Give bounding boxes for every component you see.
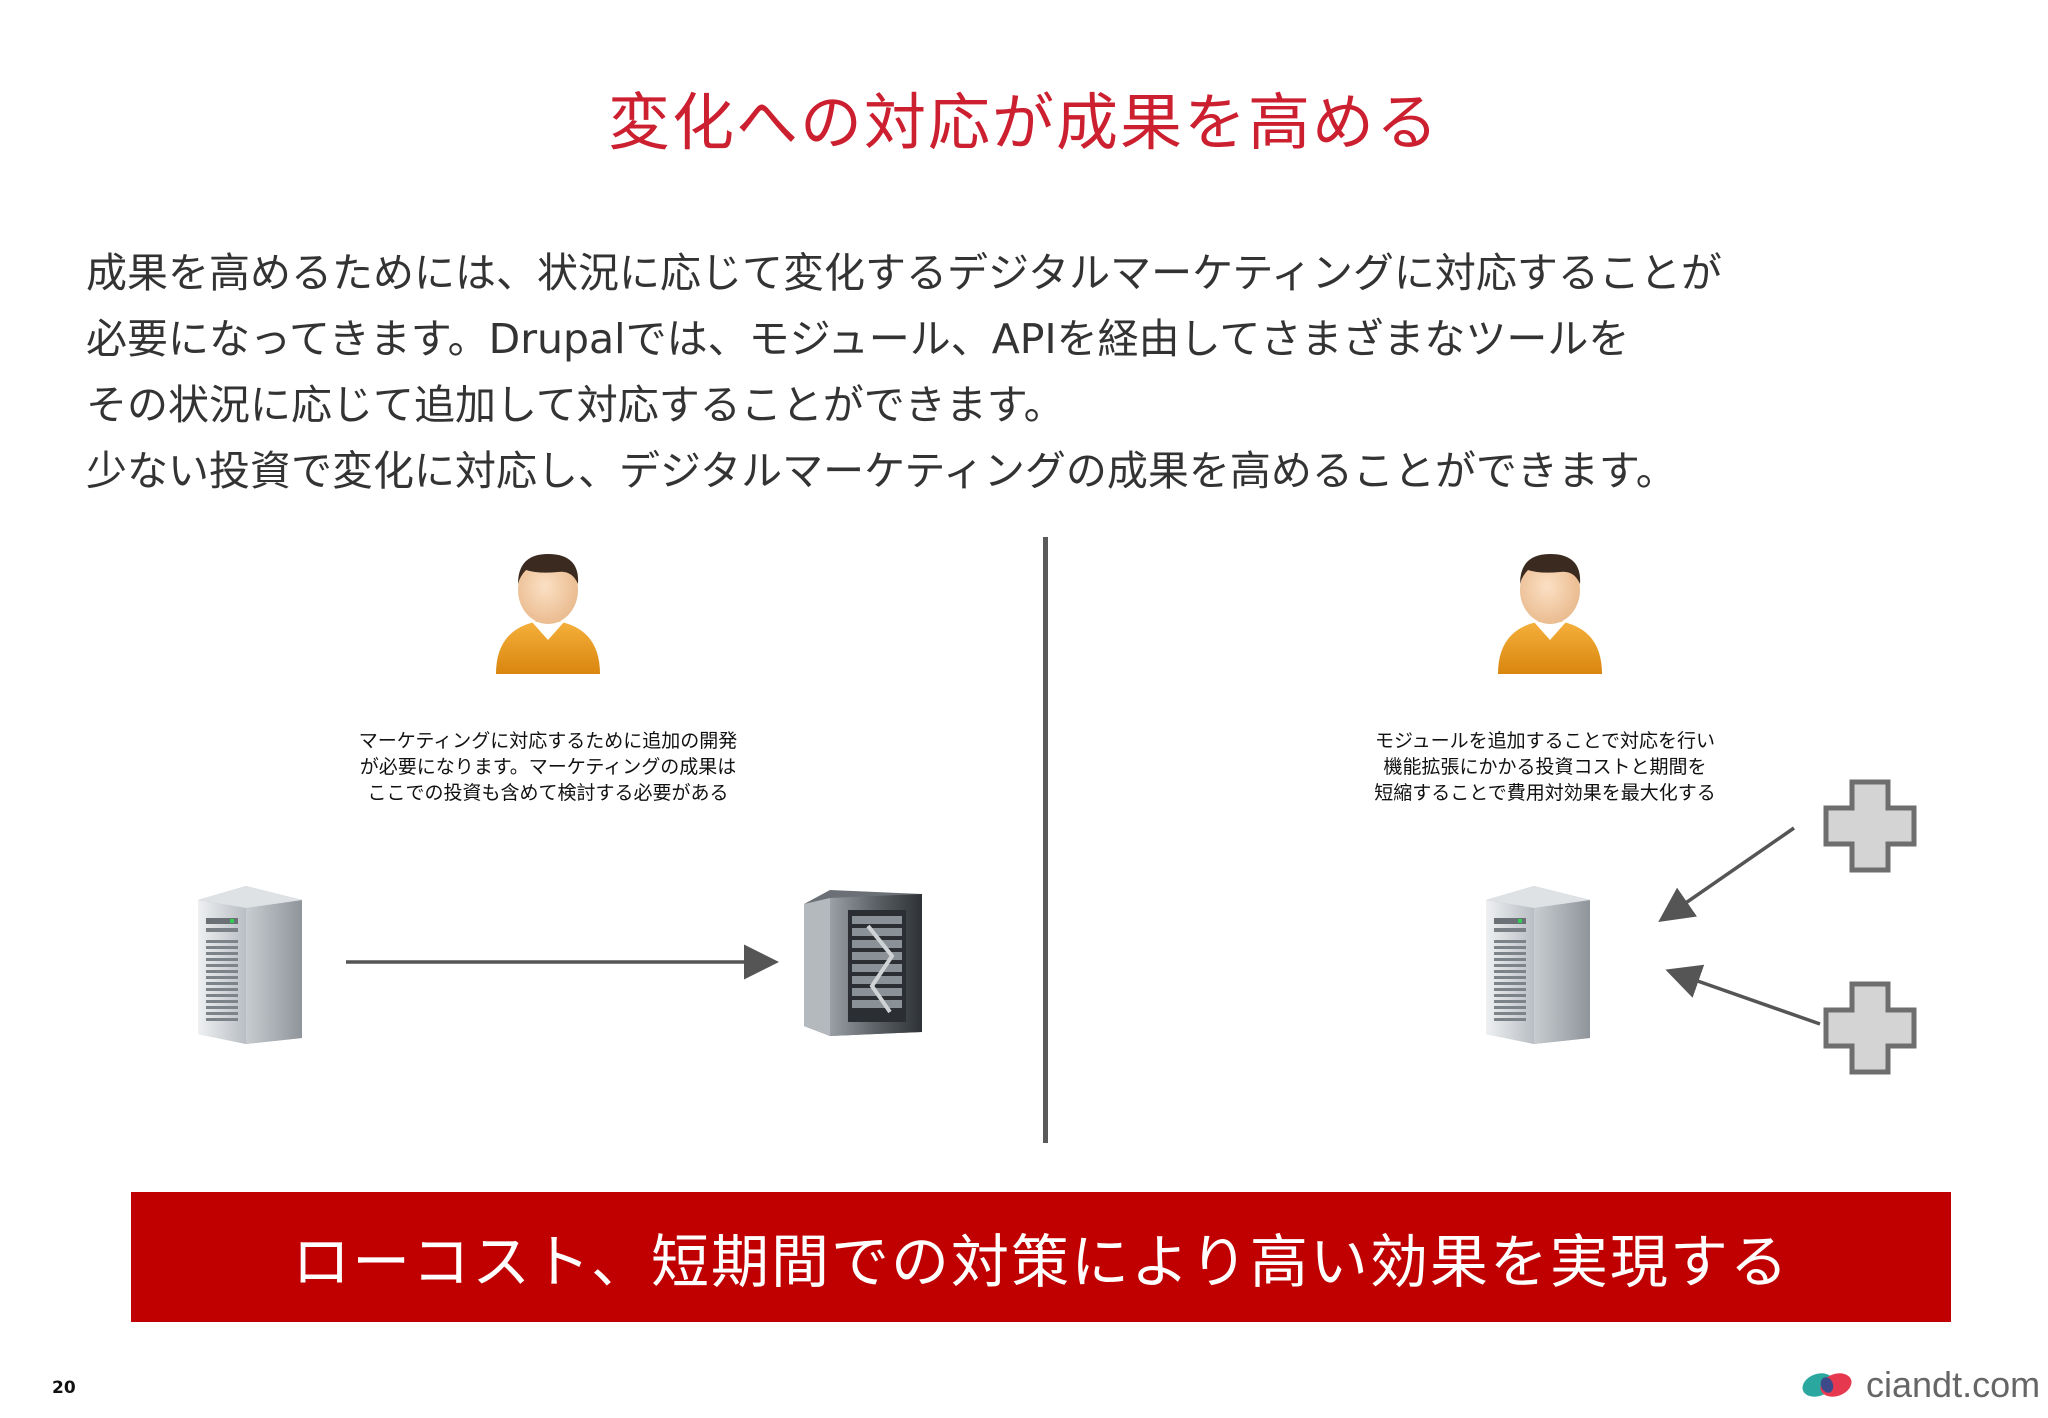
- arrow-icon: [1665, 964, 1821, 1026]
- plus-module-icon: [1823, 779, 1917, 873]
- body-line-3: その状況に応じて追加して対応することができます。: [86, 381, 1065, 429]
- conclusion-banner: ローコスト、短期間での対策により高い効果を実現する: [131, 1192, 1951, 1322]
- right-caption-line-2: 機能拡張にかかる投資コストと期間を: [1383, 756, 1707, 778]
- center-divider: [1043, 537, 1048, 1143]
- right-caption: モジュールを追加することで対応を行い 機能拡張にかかる投資コストと期間を 短縮す…: [1265, 728, 1825, 806]
- banner-text: ローコスト、短期間での対策により高い効果を実現する: [292, 1228, 1790, 1296]
- body-line-2: 必要になってきます。Drupalでは、モジュール、APIを経由してさまざまなツー…: [86, 315, 1630, 363]
- person-icon: [496, 554, 600, 674]
- logo-text: ciandt.com: [1866, 1364, 2041, 1405]
- left-caption-line-2: が必要になります。マーケティングの成果は: [359, 756, 737, 778]
- body-line-1: 成果を高めるためには、状況に応じて変化するデジタルマーケティングに対応することが: [86, 249, 1722, 297]
- server-icon: [198, 886, 302, 1044]
- person-icon: [1498, 554, 1602, 674]
- ciandt-logo-icon: [1802, 1373, 1852, 1397]
- page-number: 20: [52, 1378, 76, 1398]
- arrow-icon: [1658, 826, 1795, 922]
- body-text: 成果を高めるためには、状況に応じて変化するデジタルマーケティングに対応することが…: [86, 240, 1986, 504]
- server-icon: [1486, 886, 1590, 1044]
- right-caption-line-1: モジュールを追加することで対応を行い: [1374, 730, 1716, 752]
- body-line-4: 少ない投資で変化に対応し、デジタルマーケティングの成果を高めることができます。: [86, 447, 1677, 495]
- left-caption-line-1: マーケティングに対応するために追加の開発: [358, 730, 738, 752]
- right-caption-line-3: 短縮することで費用対効果を最大化する: [1374, 782, 1716, 804]
- server-tower-icon: [804, 890, 922, 1036]
- left-caption: マーケティングに対応するために追加の開発 が必要になります。マーケティングの成果…: [268, 728, 828, 806]
- ciandt-logo: ciandt.com: [1800, 1364, 2040, 1406]
- left-caption-line-3: ここでの投資も含めて検討する必要がある: [367, 782, 729, 804]
- plus-module-icon: [1823, 981, 1917, 1075]
- slide-title: 変化への対応が成果を高める: [607, 86, 1440, 159]
